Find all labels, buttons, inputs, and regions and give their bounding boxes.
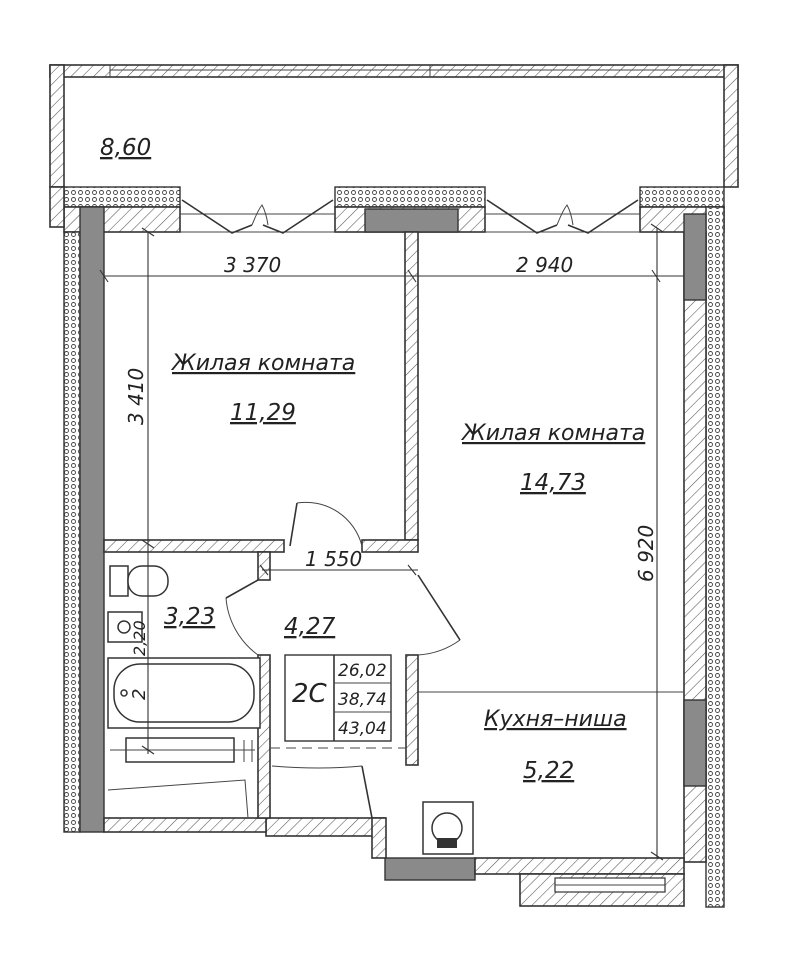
hallway-area: 4,27 — [284, 614, 336, 640]
dim-bath-small-1: 2,20 — [130, 620, 149, 656]
washer-area — [110, 737, 255, 763]
door-entrance — [271, 765, 373, 819]
dim-room1-width: 3 370 — [224, 253, 281, 277]
balcony — [49, 64, 739, 188]
bathtub — [107, 657, 261, 729]
living-room-1-name: Жилая комната — [170, 351, 355, 376]
living-room-2-area: 14,73 — [520, 470, 586, 496]
balcony-door-2 — [486, 199, 639, 234]
living-room-1-area: 11,29 — [230, 400, 296, 426]
living-area-total: 26,02 — [338, 661, 387, 681]
balcony-door-1 — [181, 199, 334, 234]
total-with-balcony: 43,04 — [338, 719, 387, 739]
apartment-type-code: 2С — [292, 679, 328, 709]
apartment-total-area: 38,74 — [338, 690, 387, 710]
bathroom-area: 3,23 — [164, 604, 215, 630]
sink — [107, 611, 143, 643]
dim-hall-width: 1 550 — [305, 547, 362, 571]
dim-room2-width: 2 940 — [516, 253, 573, 277]
dim-room1-depth: 3 410 — [124, 368, 148, 425]
area-summary-table — [284, 654, 392, 742]
cabinet-line — [107, 779, 249, 819]
exterior-wall-bottom — [103, 817, 685, 907]
interior-walls — [103, 231, 419, 859]
kitchen-fixture — [422, 801, 474, 855]
dimension-lines — [99, 223, 684, 861]
dim-room2-depth: 6 920 — [634, 525, 658, 582]
door-room-2 — [417, 574, 461, 656]
door-room-1 — [289, 501, 363, 547]
kitchen-niche-area: 5,22 — [523, 758, 574, 784]
door-bathroom — [225, 579, 259, 656]
exterior-wall-left — [49, 186, 105, 833]
exterior-wall-right — [683, 206, 725, 908]
living-room-2-name: Жилая комната — [460, 421, 645, 446]
dim-bath-small-2: 2 — [129, 689, 150, 700]
balcony-area: 8,60 — [100, 135, 151, 161]
kitchen-niche-name: Кухня–ниша — [484, 707, 627, 732]
toilet — [109, 565, 169, 597]
